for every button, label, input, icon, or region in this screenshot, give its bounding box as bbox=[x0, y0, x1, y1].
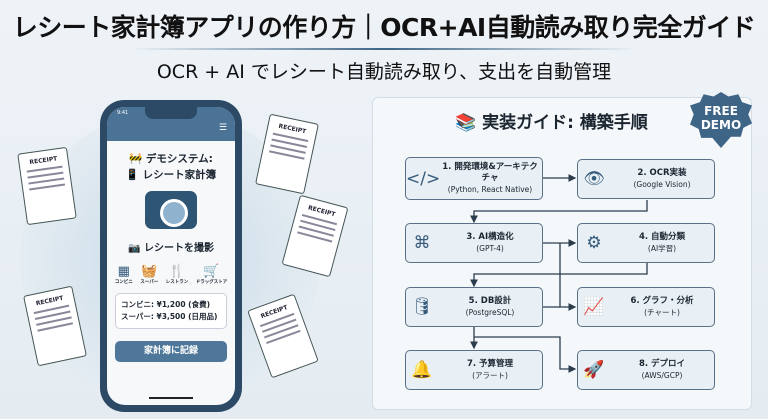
app-title: 🚧 デモシステム:📱 レシート家計簿 bbox=[125, 153, 217, 181]
store-categories: ▦コンビニ 🧺スーパー 🍴レストラン 🛒ドラッグストア bbox=[107, 264, 235, 285]
step-4: ⚙4. 自動分類(AI学習) bbox=[577, 223, 715, 263]
code-window-icon: </> bbox=[406, 168, 441, 189]
home-indicator bbox=[149, 397, 193, 399]
arrow-5-8 bbox=[474, 336, 577, 373]
step-2: 👁2. OCR実装(Google Vision) bbox=[577, 159, 715, 199]
brain-chip-icon: ⌘ bbox=[413, 233, 431, 253]
arrow-2-3 bbox=[470, 200, 648, 224]
step-7: 🔔7. 予算管理(アラート) bbox=[405, 350, 543, 390]
store-icon: ▦ bbox=[117, 264, 130, 279]
step-5: 🛢5. DB設計(PostgreSQL) bbox=[405, 287, 543, 327]
gears-icon: ⚙ bbox=[586, 233, 602, 253]
app-header: 9:41 ☰ bbox=[107, 107, 235, 141]
step-3: ⌘3. AI構造化(GPT-4) bbox=[405, 223, 543, 263]
header-title: レシート家計簿アプリの作り方｜OCR+AI自動読み取り完全ガイド bbox=[12, 13, 756, 42]
arrow-3-6 bbox=[559, 243, 577, 311]
step-1: </>1. 開発環境&アーキテクチャ(Python, React Native) bbox=[405, 157, 543, 200]
records-card: コンビニ: ¥1,200 (食費) スーパー: ¥3,500 (日用品) bbox=[115, 293, 227, 329]
status-time: 9:41 bbox=[117, 110, 129, 116]
bell-icon: 🔔 bbox=[411, 360, 433, 380]
guide-title: 📚 実装ガイド: 構築手順 bbox=[455, 113, 648, 133]
store-category[interactable]: 🛒ドラッグストア bbox=[195, 264, 228, 285]
phone-notch bbox=[145, 107, 197, 119]
shoot-receipt-label: 📷 レシートを撮影 bbox=[128, 243, 214, 254]
hamburger-menu-icon[interactable]: ☰ bbox=[218, 123, 227, 133]
basket-icon: 🧺 bbox=[141, 264, 158, 279]
store-category[interactable]: ▦コンビニ bbox=[114, 264, 133, 285]
title-divider bbox=[130, 48, 638, 50]
store-category[interactable]: 🍴レストラン bbox=[165, 264, 189, 285]
cutlery-icon: 🍴 bbox=[168, 264, 186, 279]
rocket-icon: 🚀 bbox=[583, 360, 605, 380]
store-category[interactable]: 🧺スーパー bbox=[140, 264, 159, 285]
record-item: コンビニ: ¥1,200 (食費) bbox=[121, 300, 211, 309]
database-icon: 🛢 bbox=[411, 297, 433, 317]
phone-mockup: 9:41 ☰ 🚧 デモシステム:📱 レシート家計簿 📷 レシートを撮影 ▦コンビ… bbox=[100, 100, 242, 412]
eye-scan-icon: 👁 bbox=[583, 169, 605, 189]
record-button[interactable]: 家計簿に記録 bbox=[115, 341, 227, 362]
record-item: スーパー: ¥3,500 (日用品) bbox=[121, 312, 218, 321]
cart-icon: 🛒 bbox=[203, 264, 220, 279]
step-6: 📈6. グラフ・分析(チャート) bbox=[577, 287, 715, 327]
header-subtitle: OCR + AI でレシート自動読み取り、支出を自動管理 bbox=[156, 61, 612, 83]
camera-icon[interactable] bbox=[145, 191, 197, 229]
arrow-4-5 bbox=[470, 262, 648, 288]
chart-icon: 📈 bbox=[583, 297, 605, 317]
step-8: 🚀8. デプロイ(AWS/GCP) bbox=[577, 350, 715, 390]
phone-screen: 9:41 ☰ 🚧 デモシステム:📱 レシート家計簿 📷 レシートを撮影 ▦コンビ… bbox=[107, 107, 235, 405]
